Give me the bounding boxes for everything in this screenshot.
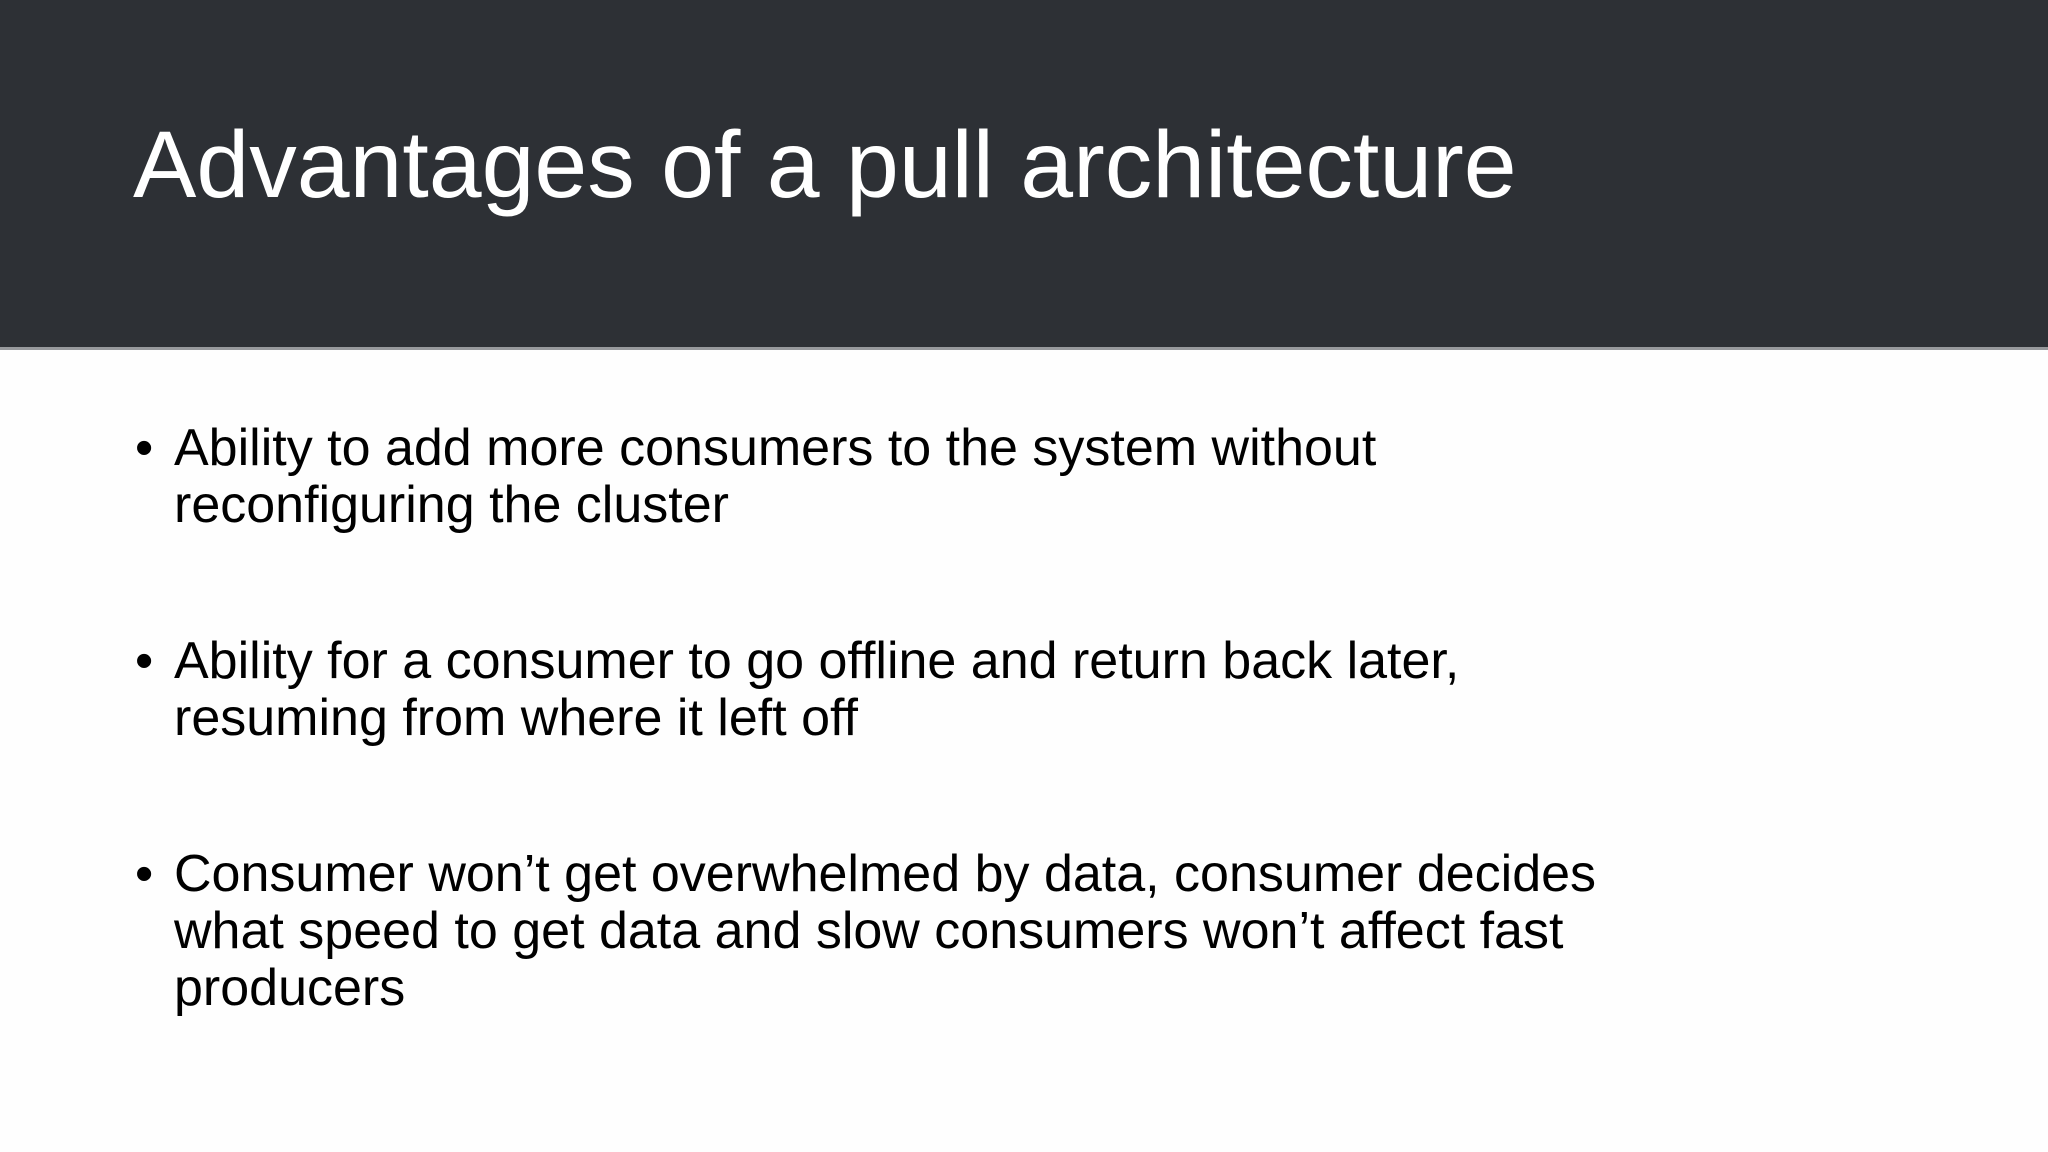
slide-header: Advantages of a pull architecture <box>0 0 2048 347</box>
list-item: • Ability to add more consumers to the s… <box>135 420 1915 534</box>
bullet-icon: • <box>135 845 154 903</box>
page-title: Advantages of a pull architecture <box>133 112 1517 218</box>
bullet-icon: • <box>135 632 154 690</box>
bullet-icon: • <box>135 419 154 477</box>
list-item: • Consumer won’t get overwhelmed by data… <box>135 846 1915 1017</box>
bullet-text: Ability to add more consumers to the sys… <box>174 419 1377 534</box>
bullet-list: • Ability to add more consumers to the s… <box>135 420 1915 1017</box>
bullet-text: Consumer won’t get overwhelmed by data, … <box>174 845 1597 1017</box>
header-separator-line <box>0 347 2048 350</box>
bullet-text: Ability for a consumer to go offline and… <box>174 632 1460 747</box>
list-item: • Ability for a consumer to go offline a… <box>135 633 1915 747</box>
